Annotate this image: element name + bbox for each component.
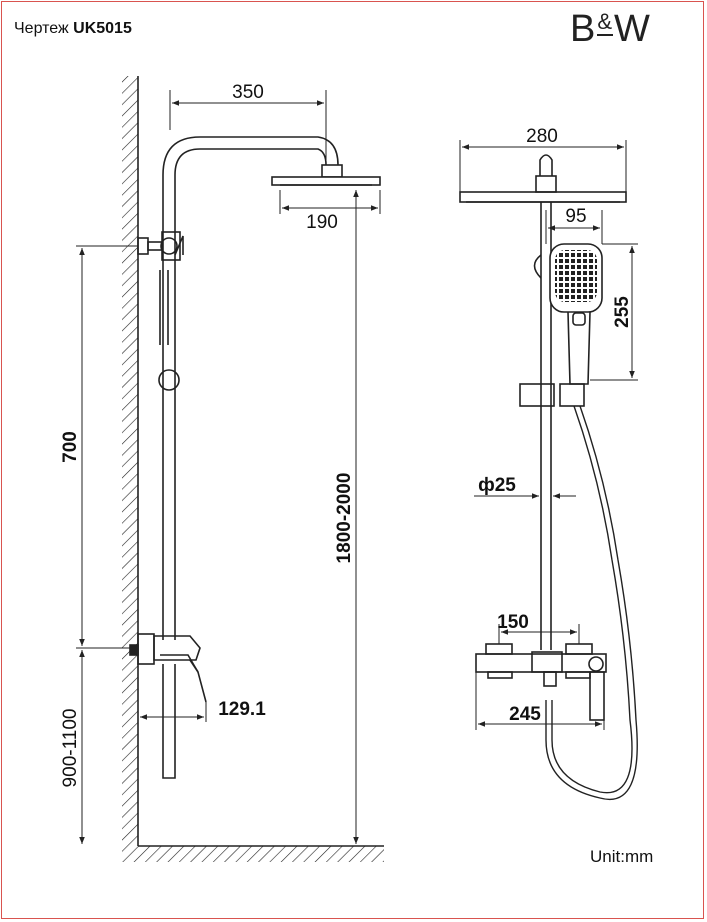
dim-head-width-front: 280 <box>526 126 558 147</box>
dim-head-diameter: 190 <box>306 212 338 233</box>
units-label: Unit:mm <box>590 847 654 866</box>
dim-total-height: 1800-2000 <box>334 473 355 564</box>
side-dimensions <box>76 90 381 844</box>
floor-hatch <box>122 846 384 862</box>
side-view <box>122 76 384 862</box>
logo-w: W <box>614 8 651 50</box>
dim-arm-reach: 350 <box>232 82 264 103</box>
front-view <box>459 154 638 801</box>
front-dimensions <box>459 140 638 730</box>
dim-mixer-height: 900-1100 <box>60 709 81 788</box>
logo-b: B <box>570 8 597 50</box>
dim-bar-length: 700 <box>60 431 81 463</box>
dim-pipe-diameter: ф25 <box>478 475 516 496</box>
dim-handshower-width: 95 <box>565 206 586 227</box>
title-prefix: Чертеж <box>14 20 69 37</box>
dim-mixer-centers: 150 <box>497 612 529 633</box>
logo-amp: & <box>597 9 614 36</box>
dim-mixer-projection: 129.1 <box>218 699 266 720</box>
dim-handshower-length: 255 <box>612 296 633 328</box>
wall-hatch <box>122 76 138 846</box>
dim-mixer-width: 245 <box>509 704 541 725</box>
model-number: UK5015 <box>73 20 132 37</box>
drawing-title: Чертеж UK5015 <box>14 20 132 38</box>
brand-logo: B&W <box>570 8 651 50</box>
